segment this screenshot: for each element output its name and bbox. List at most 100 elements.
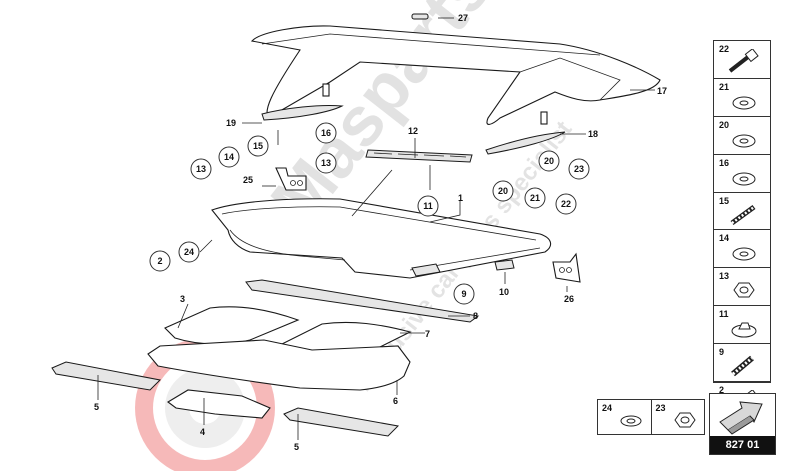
- part-trunk-liner[interactable]: [211, 198, 552, 279]
- callout-21[interactable]: 21: [524, 187, 546, 209]
- callout-20b[interactable]: 20: [492, 180, 514, 202]
- svg-text:9: 9: [461, 289, 466, 299]
- svg-text:23: 23: [574, 164, 584, 174]
- callout-8[interactable]: 8: [473, 311, 478, 321]
- pair-item-number: 23: [655, 403, 666, 413]
- washer-icon: [732, 96, 756, 110]
- callout-3[interactable]: 3: [180, 294, 185, 304]
- callout-9[interactable]: 9: [453, 283, 475, 305]
- washer-icon: [620, 415, 642, 427]
- svg-text:14: 14: [224, 152, 234, 162]
- part-door-sill-right[interactable]: [283, 407, 400, 437]
- part-rear-wing[interactable]: [250, 25, 661, 125]
- legend-item[interactable]: 15: [714, 193, 770, 231]
- callout-13a[interactable]: 13: [190, 158, 212, 180]
- part-pin[interactable]: [411, 13, 429, 20]
- part-heel-pad[interactable]: [167, 389, 271, 419]
- part-sill-strip-upper[interactable]: [245, 279, 480, 323]
- callout-1[interactable]: 1: [458, 193, 463, 203]
- pair-item-number: 24: [602, 403, 613, 413]
- callout-25[interactable]: 25: [243, 175, 253, 185]
- reference-box[interactable]: 827 01: [709, 393, 776, 455]
- orientation-arrow-icon: [719, 401, 763, 435]
- callout-26[interactable]: 26: [564, 294, 574, 304]
- legend-item-number: 11: [719, 309, 729, 320]
- callout-12[interactable]: 12: [408, 126, 418, 136]
- svg-text:11: 11: [423, 201, 433, 211]
- callout-17[interactable]: 17: [657, 86, 667, 96]
- legend-item-number: 15: [719, 195, 730, 206]
- callout-5b[interactable]: 5: [294, 442, 299, 452]
- callout-18[interactable]: 18: [588, 129, 598, 139]
- legend-item-number: 20: [719, 119, 730, 130]
- clip-nut-icon: [731, 322, 757, 338]
- diagram-code: 827 01: [710, 436, 775, 454]
- part-door-sill-left[interactable]: [51, 361, 162, 391]
- legend-item[interactable]: 14: [714, 230, 770, 269]
- nut-icon: [673, 412, 696, 428]
- pair-item-right[interactable]: 23: [652, 400, 705, 434]
- legend-item-number: 2: [719, 385, 725, 396]
- svg-text:13: 13: [321, 158, 331, 168]
- legend-item[interactable]: 20: [714, 117, 770, 155]
- callout-11[interactable]: 11: [417, 195, 439, 217]
- part-bracket-right[interactable]: [485, 131, 566, 155]
- callout-27[interactable]: 27: [458, 13, 468, 23]
- legend-item[interactable]: 9: [714, 344, 770, 383]
- legend-item-number: 9: [719, 347, 725, 358]
- legend-item-number: 13: [719, 271, 730, 282]
- legend-item-number: 16: [719, 157, 730, 168]
- svg-text:15: 15: [253, 141, 263, 151]
- callout-5a[interactable]: 5: [94, 402, 99, 412]
- part-mount-bracket-right[interactable]: [552, 252, 581, 283]
- svg-text:20: 20: [544, 156, 554, 166]
- callout-2[interactable]: 2: [149, 250, 171, 272]
- legend-item[interactable]: 13: [714, 268, 770, 307]
- washer-icon: [732, 134, 756, 148]
- hardware-legend: 22 21 20 16 15 14 13 11 9 2: [713, 40, 771, 414]
- part-mount-bracket-left[interactable]: [275, 167, 307, 191]
- washer-icon: [732, 172, 756, 186]
- callout-19[interactable]: 19: [226, 118, 236, 128]
- part-emblem[interactable]: [365, 149, 473, 163]
- callout-6[interactable]: 6: [393, 396, 398, 406]
- part-floor-carpet[interactable]: [147, 339, 411, 391]
- legend-item-number: 22: [719, 44, 730, 54]
- legend-item[interactable]: 11: [714, 306, 770, 345]
- legend-item-number: 14: [719, 233, 730, 244]
- callout-7[interactable]: 7: [425, 329, 430, 339]
- svg-text:22: 22: [561, 199, 571, 209]
- leader-lines: [97, 17, 655, 440]
- legend-item[interactable]: 16: [714, 155, 770, 193]
- pair-legend: 24 23: [597, 399, 705, 435]
- svg-text:13: 13: [196, 164, 206, 174]
- callout-10[interactable]: 10: [499, 287, 509, 297]
- part-clip[interactable]: [494, 259, 515, 271]
- callout-15[interactable]: 15: [247, 135, 269, 157]
- callout-20a[interactable]: 20: [538, 150, 560, 172]
- svg-text:2: 2: [157, 256, 162, 266]
- pair-item-left[interactable]: 24: [598, 400, 652, 434]
- stud-icon: [730, 204, 756, 225]
- svg-text:16: 16: [321, 128, 331, 138]
- callout-13b[interactable]: 13: [315, 152, 337, 174]
- legend-item[interactable]: 22: [714, 41, 770, 79]
- callout-23[interactable]: 23: [568, 158, 590, 180]
- nut-icon: [733, 282, 755, 298]
- callout-4[interactable]: 4: [200, 427, 205, 437]
- legend-item-number: 21: [719, 81, 730, 92]
- svg-text:20: 20: [498, 186, 508, 196]
- part-floor-mat-left[interactable]: [164, 306, 300, 345]
- part-bracket-left[interactable]: [261, 104, 344, 121]
- callout-22[interactable]: 22: [555, 193, 577, 215]
- bolt-icon: [728, 49, 759, 73]
- screw-icon: [731, 355, 754, 377]
- washer-icon: [732, 247, 756, 261]
- legend-item[interactable]: 21: [714, 79, 770, 117]
- callout-24[interactable]: 24: [178, 241, 200, 263]
- svg-text:24: 24: [184, 247, 194, 257]
- callout-16[interactable]: 16: [315, 122, 337, 144]
- callout-14[interactable]: 14: [218, 146, 240, 168]
- svg-text:21: 21: [530, 193, 540, 203]
